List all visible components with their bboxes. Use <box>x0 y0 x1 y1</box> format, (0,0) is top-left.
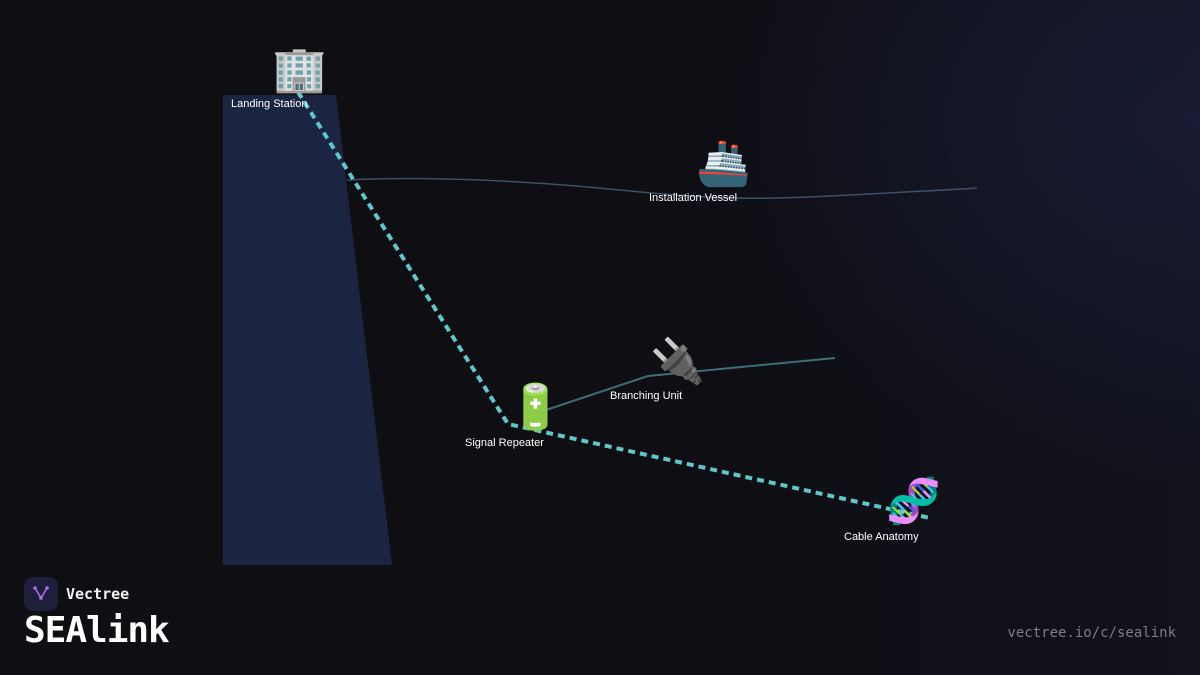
brand-block: Vectree <box>24 577 129 611</box>
node-label-installation-vessel: Installation Vessel <box>649 192 738 204</box>
footer-url[interactable]: vectree.io/c/sealink <box>1007 625 1176 641</box>
battery-icon: 🔋 <box>508 382 563 433</box>
main-cable-dashed <box>296 90 931 520</box>
node-label-branching-unit: Branching Unit <box>610 390 683 402</box>
branch-cable-line <box>539 357 836 413</box>
seabed-shelf <box>223 95 392 565</box>
plug-icon: 🔌 <box>650 336 705 387</box>
brand-name: Vectree <box>66 585 130 603</box>
page-title: SEAlink <box>24 610 170 651</box>
office-building-icon: 🏢 <box>272 44 327 95</box>
sea-surface-line <box>346 177 978 200</box>
node-label-landing-station: Landing Station <box>231 98 308 110</box>
vectree-logo-icon <box>24 577 58 611</box>
dna-icon: 🧬 <box>886 476 941 527</box>
ship-icon: 🚢 <box>696 138 751 189</box>
node-label-signal-repeater: Signal Repeater <box>465 437 544 449</box>
node-label-cable-anatomy: Cable Anatomy <box>844 531 919 543</box>
